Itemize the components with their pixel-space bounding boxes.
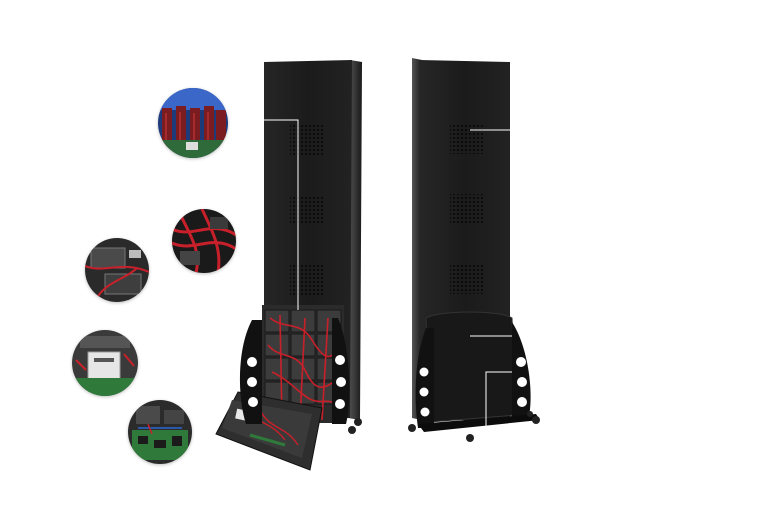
- callout-line: [485, 371, 512, 426]
- right-cabinet: [408, 58, 540, 442]
- base-cover: [425, 311, 517, 423]
- vent-grille: [450, 194, 484, 224]
- left-cabinet: [215, 60, 362, 471]
- power-supply-circle: [85, 238, 149, 302]
- callout-line: [264, 119, 299, 310]
- vent-grille: [290, 195, 324, 225]
- vent-grille: [450, 264, 484, 294]
- vent-grille: [450, 124, 484, 154]
- led-modules-circle: [158, 88, 228, 158]
- red-wiring-circle: [172, 209, 236, 273]
- left-stand: [239, 318, 350, 424]
- right-stand: [415, 322, 540, 432]
- circuit-board-circle: [128, 400, 192, 464]
- vent-grille: [290, 125, 324, 155]
- receiving-card-circle: [72, 330, 138, 396]
- vent-grille: [290, 265, 324, 295]
